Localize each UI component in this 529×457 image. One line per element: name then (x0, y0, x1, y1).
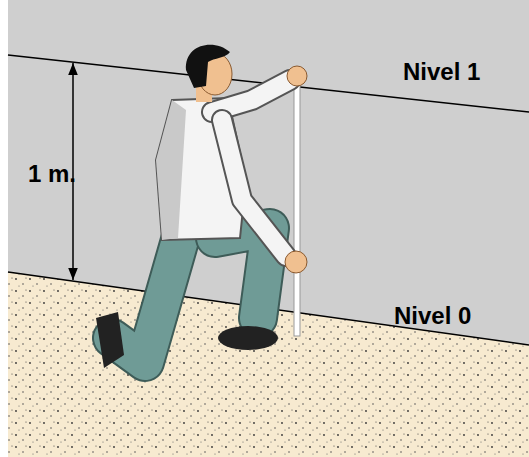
level-label: Nivel 1 (403, 58, 480, 86)
lower-arm-outline (222, 120, 286, 256)
back-shoe (96, 312, 124, 368)
level-label: Nivel 0 (394, 302, 471, 330)
hair (186, 45, 230, 88)
dimension-label: 1 m. (28, 160, 76, 188)
wall (8, 0, 529, 457)
front-shoe (218, 326, 278, 350)
lower-arm (222, 120, 286, 256)
shirt-shade (156, 100, 186, 240)
level-1-line (8, 55, 529, 112)
lower-hand (285, 251, 307, 273)
upper-hand (287, 66, 307, 86)
measuring-rod (294, 68, 300, 336)
